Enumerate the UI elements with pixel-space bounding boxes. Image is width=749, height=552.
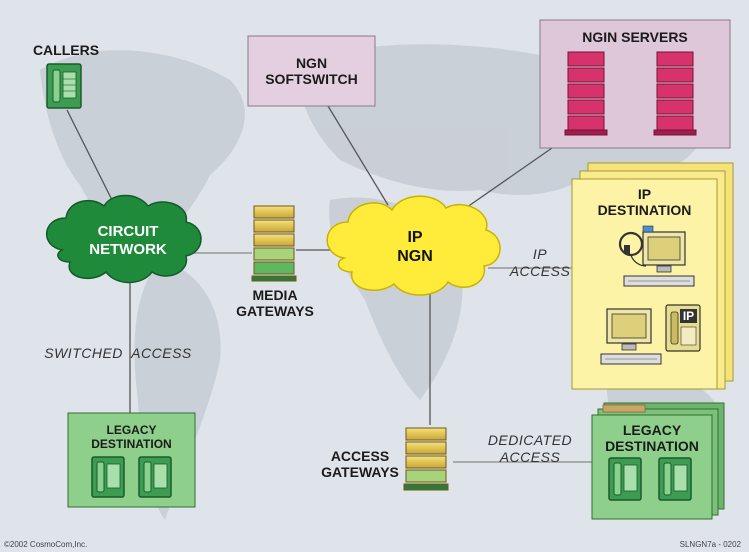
ip-phone-badge: IP: [682, 309, 695, 323]
dedicated-access-label: DEDICATED ACCESS: [487, 432, 573, 465]
connection-lines: [66, 105, 593, 463]
legacy-left-phone-icon-2: [138, 456, 172, 498]
copyright-footer: ©2002 CosmoCom,Inc.: [4, 540, 88, 549]
callers-phone-icon: [46, 63, 82, 109]
link-servers-ipngn: [459, 147, 553, 213]
access-gateways-label: ACCESS GATEWAYS: [321, 448, 399, 480]
access-gateway-icon: [403, 427, 449, 491]
server-rack-icon-left: [564, 51, 608, 136]
legacy-right-phone-icon-2: [658, 457, 692, 501]
ip-access-label: IP ACCESS: [509, 246, 571, 279]
legacy-right-phone-icon-1: [608, 457, 642, 501]
softswitch-box: [247, 35, 376, 107]
computer-icon: [600, 308, 662, 365]
legacy-left-panel: [67, 412, 196, 508]
media-gateways-label: MEDIA GATEWAYS: [236, 287, 314, 319]
callers-label: CALLERS: [32, 42, 100, 58]
ip-destination-label: IP DESTINATION: [597, 186, 692, 218]
circuit-network-label: CIRCUIT NETWORK: [89, 223, 167, 258]
legacy-right-tab: [602, 404, 646, 413]
servers-label: NGIN SERVERS: [582, 29, 688, 45]
softswitch-label: NGN SOFTSWITCH: [265, 55, 358, 87]
ip-phone-icon: [665, 304, 701, 352]
ip-ngn-label: IP NGN: [397, 229, 433, 265]
slide-id-footer: SLNGN7a - 0202: [679, 540, 741, 549]
ip-cloud-shape: [326, 195, 501, 296]
switched-access-label: SWITCHED ACCESS: [44, 345, 192, 361]
link-callers-circuit: [66, 109, 119, 213]
agent-workstation-icon: [618, 225, 695, 287]
link-softswitch-ipngn: [327, 105, 389, 206]
legacy-left-label: LEGACY DESTINATION: [91, 423, 172, 451]
server-rack-icon-right: [653, 51, 697, 136]
legacy-left-phone-icon-1: [91, 456, 125, 498]
circuit-cloud-shape: [45, 194, 202, 284]
legacy-right-label: LEGACY DESTINATION: [605, 422, 699, 454]
media-gateway-icon: [251, 205, 297, 282]
